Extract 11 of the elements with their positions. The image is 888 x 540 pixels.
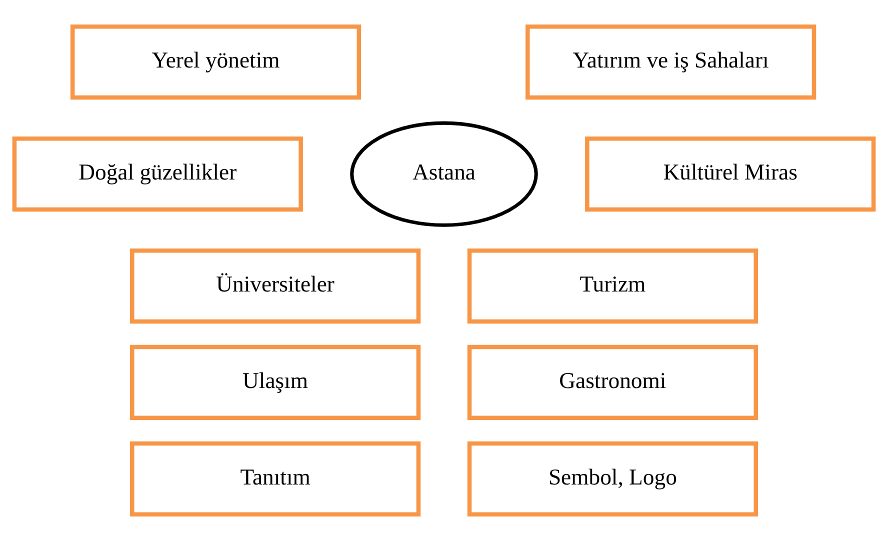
node-box: Üniversiteler xyxy=(130,248,421,324)
node-box: Yerel yönetim xyxy=(70,24,362,100)
node-box: Doğal güzellikler xyxy=(12,136,303,212)
node-box: Ulaşım xyxy=(130,344,421,420)
node-box: Sembol, Logo xyxy=(467,440,758,516)
node-box: Kültürel Miras xyxy=(585,136,876,212)
node-box: Gastronomi xyxy=(467,344,758,420)
node-ellipse: Astana xyxy=(350,120,538,226)
node-box: Tanıtım xyxy=(130,440,421,516)
node-box: Turizm xyxy=(467,248,758,324)
node-box: Yatırım ve iş Sahaları xyxy=(526,24,816,100)
